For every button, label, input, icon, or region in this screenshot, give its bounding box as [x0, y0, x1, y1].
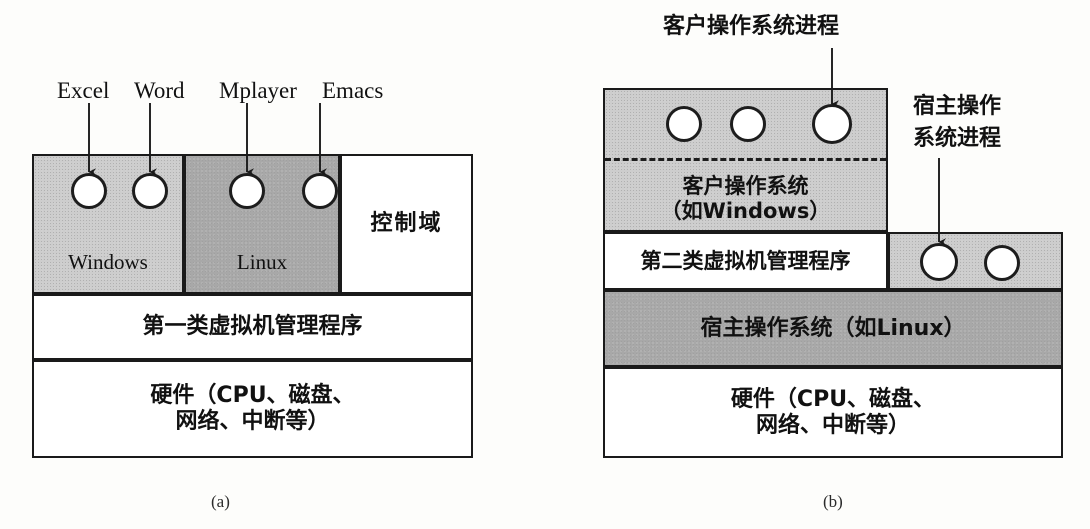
- vm-label-windows: Windows: [68, 249, 148, 274]
- guest-os-line2: （如Windows）: [660, 199, 831, 224]
- app-label-word: Word: [134, 78, 185, 103]
- type1-hypervisor-label: 第一类虚拟机管理程序: [142, 314, 363, 340]
- hardware-line1-a: 硬件（CPU、磁盘、: [150, 383, 355, 409]
- guest-os-line1: 客户操作系统: [682, 174, 809, 199]
- guest-process-label: 客户操作系统进程: [663, 14, 840, 39]
- guest-process-circle-1: [666, 106, 702, 142]
- host-process-circle-1: [920, 243, 958, 281]
- type2-hypervisor-box: 第二类虚拟机管理程序: [603, 232, 888, 290]
- guest-process-circle-2: [730, 106, 766, 142]
- host-process-circle-2: [984, 245, 1020, 281]
- process-circle-excel: [71, 173, 107, 209]
- type1-hypervisor-box: 第一类虚拟机管理程序: [32, 294, 473, 360]
- host-os-box: 宿主操作系统（如Linux）: [603, 290, 1063, 367]
- app-label-mplayer: Mplayer: [219, 78, 297, 103]
- hardware-line2-a: 网络、中断等）: [175, 409, 330, 434]
- host-os-label: 宿主操作系统（如Linux）: [700, 315, 966, 341]
- hardware-line2-b: 网络、中断等）: [755, 412, 910, 438]
- vm-box-windows: Windows: [32, 154, 184, 294]
- host-process-label-line1: 宿主操作: [913, 94, 1002, 119]
- hardware-line1-b: 硬件（CPU、磁盘、: [730, 386, 936, 412]
- control-domain-label: 控制域: [370, 211, 443, 237]
- process-circle-word: [132, 173, 168, 209]
- process-circle-emacs: [302, 173, 338, 209]
- app-label-emacs: Emacs: [322, 78, 384, 103]
- guest-process-circle-3: [812, 104, 852, 144]
- hardware-box-a: 硬件（CPU、磁盘、 网络、中断等）: [32, 360, 473, 458]
- guest-os-dashed-divider: [605, 158, 886, 161]
- app-label-excel: Excel: [57, 78, 110, 103]
- caption-b: (b): [823, 492, 843, 511]
- vm-label-linux: Linux: [236, 249, 288, 274]
- control-domain-box: 控制域: [340, 154, 473, 294]
- host-process-area: [888, 232, 1063, 290]
- caption-a: (a): [211, 492, 230, 511]
- type2-hypervisor-label: 第二类虚拟机管理程序: [640, 248, 851, 273]
- process-circle-mplayer: [229, 173, 265, 209]
- host-process-label-line2: 系统进程: [913, 126, 1002, 151]
- hardware-box-b: 硬件（CPU、磁盘、 网络、中断等）: [603, 367, 1063, 458]
